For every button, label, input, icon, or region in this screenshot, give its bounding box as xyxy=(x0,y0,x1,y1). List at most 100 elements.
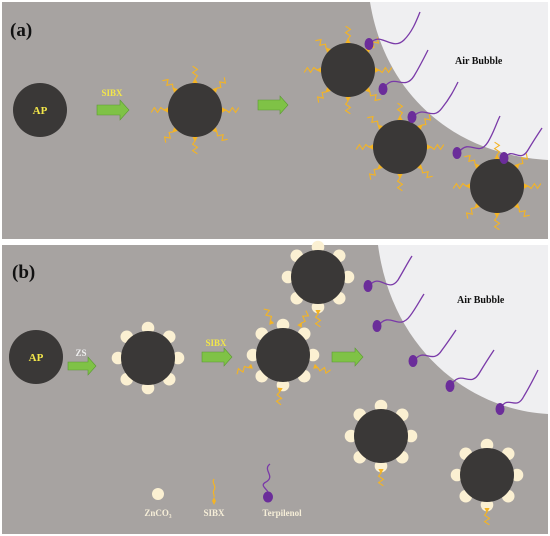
sibx-tail xyxy=(162,78,174,89)
sibx-tail xyxy=(377,472,385,487)
sibx-tail xyxy=(421,168,433,179)
sibx-collector xyxy=(375,66,393,74)
sibx-collector xyxy=(344,25,352,43)
sibx-collector xyxy=(222,106,240,114)
sibx-head xyxy=(313,363,319,369)
terpineol-molecule xyxy=(445,349,495,392)
sibx-tail xyxy=(378,66,393,74)
sibx-tail xyxy=(344,100,352,115)
sibx-tail xyxy=(275,391,283,406)
sibx-head xyxy=(192,137,198,142)
legend-terpineol-label: Terpilenol xyxy=(262,508,302,518)
znco3-bead xyxy=(480,498,494,512)
sibx-collector xyxy=(355,143,373,151)
sibx-collector xyxy=(191,137,199,155)
sibx-collector xyxy=(150,106,168,114)
sibx-tail xyxy=(191,140,199,155)
sibx-tail xyxy=(368,168,379,180)
sibx-head xyxy=(397,115,403,120)
sibx-tail xyxy=(464,154,476,165)
sibx-collector xyxy=(396,174,404,192)
panel-b-bubble-label: Air Bubble xyxy=(457,295,505,306)
sibx-tail xyxy=(527,182,542,190)
ap-particle xyxy=(256,328,310,382)
terpineol-molecule xyxy=(372,293,425,332)
terpineol-molecule xyxy=(378,49,429,95)
sibx-head xyxy=(277,387,283,393)
rejected-particle xyxy=(450,438,524,526)
sibx-tail xyxy=(430,143,445,151)
sibx-head xyxy=(212,87,218,93)
legend-sibx-label: SIBX xyxy=(203,508,225,518)
sibx-collector xyxy=(483,508,491,526)
ap-particle xyxy=(354,409,408,463)
sibx-head xyxy=(297,322,302,328)
panel-a-bare-particle: AP xyxy=(13,83,67,137)
znco3-bead xyxy=(246,348,260,362)
legend-znco3: ZnCO₃ xyxy=(144,488,172,518)
sibx-tail xyxy=(191,65,199,80)
sibx-tail xyxy=(216,77,227,89)
terpineol-molecule xyxy=(452,115,501,159)
sibx-head xyxy=(325,47,331,53)
sibx-collector xyxy=(344,97,352,115)
collector-coated-particle xyxy=(150,65,240,155)
znco3-bead xyxy=(276,318,290,332)
sibx-collector xyxy=(493,141,501,159)
sibx-head xyxy=(269,319,275,325)
znco3-bead xyxy=(141,381,155,395)
terpineol-molecule xyxy=(408,329,457,367)
znco3-bead xyxy=(404,429,418,443)
ap-label: AP xyxy=(29,352,44,364)
znco3-bead xyxy=(344,429,358,443)
sibx-tail xyxy=(314,313,322,328)
sibx-tail xyxy=(225,106,240,114)
legend: ZnCO₃ SIBX Terpilenol xyxy=(144,463,302,518)
sibx-head xyxy=(524,183,529,189)
znco3-bead xyxy=(281,270,295,284)
sibx-head xyxy=(494,154,500,159)
sibx-head xyxy=(377,164,383,170)
terpineol-molecule xyxy=(364,11,421,50)
sibx-head xyxy=(377,124,383,130)
ap-particle xyxy=(470,159,524,213)
rejected-particle xyxy=(281,240,355,328)
sibx-tail xyxy=(369,91,381,102)
panel-b-zs-step-label: ZS xyxy=(75,348,86,358)
sibx-head xyxy=(494,213,500,218)
panel-a-bubble-label: Air Bubble xyxy=(455,56,503,67)
sibx-collector xyxy=(263,308,275,325)
sibx-collector xyxy=(162,78,178,93)
znco3-bead xyxy=(480,438,494,452)
panel-a-label: (a) xyxy=(10,20,32,41)
sibx-head xyxy=(474,163,480,169)
sibx-head xyxy=(172,127,178,133)
panel-a-sibx-step-label: SIBX xyxy=(101,88,123,98)
znco3-bead xyxy=(374,459,388,473)
terpineol-molecule xyxy=(499,127,543,164)
sibx-collector xyxy=(236,363,253,375)
panel-a-arrow-2 xyxy=(257,95,289,115)
sibx-icon xyxy=(212,478,216,505)
sibx-collector xyxy=(417,114,432,130)
znco3-bead xyxy=(141,321,155,335)
sibx-head xyxy=(163,107,168,113)
sibx-collector xyxy=(427,143,445,151)
ap-particle xyxy=(291,250,345,304)
sibx-head xyxy=(212,127,218,133)
sibx-tail xyxy=(483,511,491,526)
panel-a: (a) Air Bubble AP SIBX xyxy=(2,2,548,239)
sibx-collector xyxy=(365,87,381,102)
sibx-collector xyxy=(314,310,322,328)
znco3-collector-particle xyxy=(236,308,331,406)
sibx-head xyxy=(427,144,432,150)
attached-particle xyxy=(452,141,542,231)
sibx-tail xyxy=(355,143,370,151)
sibx-collector xyxy=(396,102,404,120)
sibx-head xyxy=(192,78,198,83)
sibx-tail xyxy=(518,207,530,218)
ap-label: AP xyxy=(33,105,48,117)
sibx-collector xyxy=(316,87,331,103)
sibx-tail xyxy=(396,102,404,117)
